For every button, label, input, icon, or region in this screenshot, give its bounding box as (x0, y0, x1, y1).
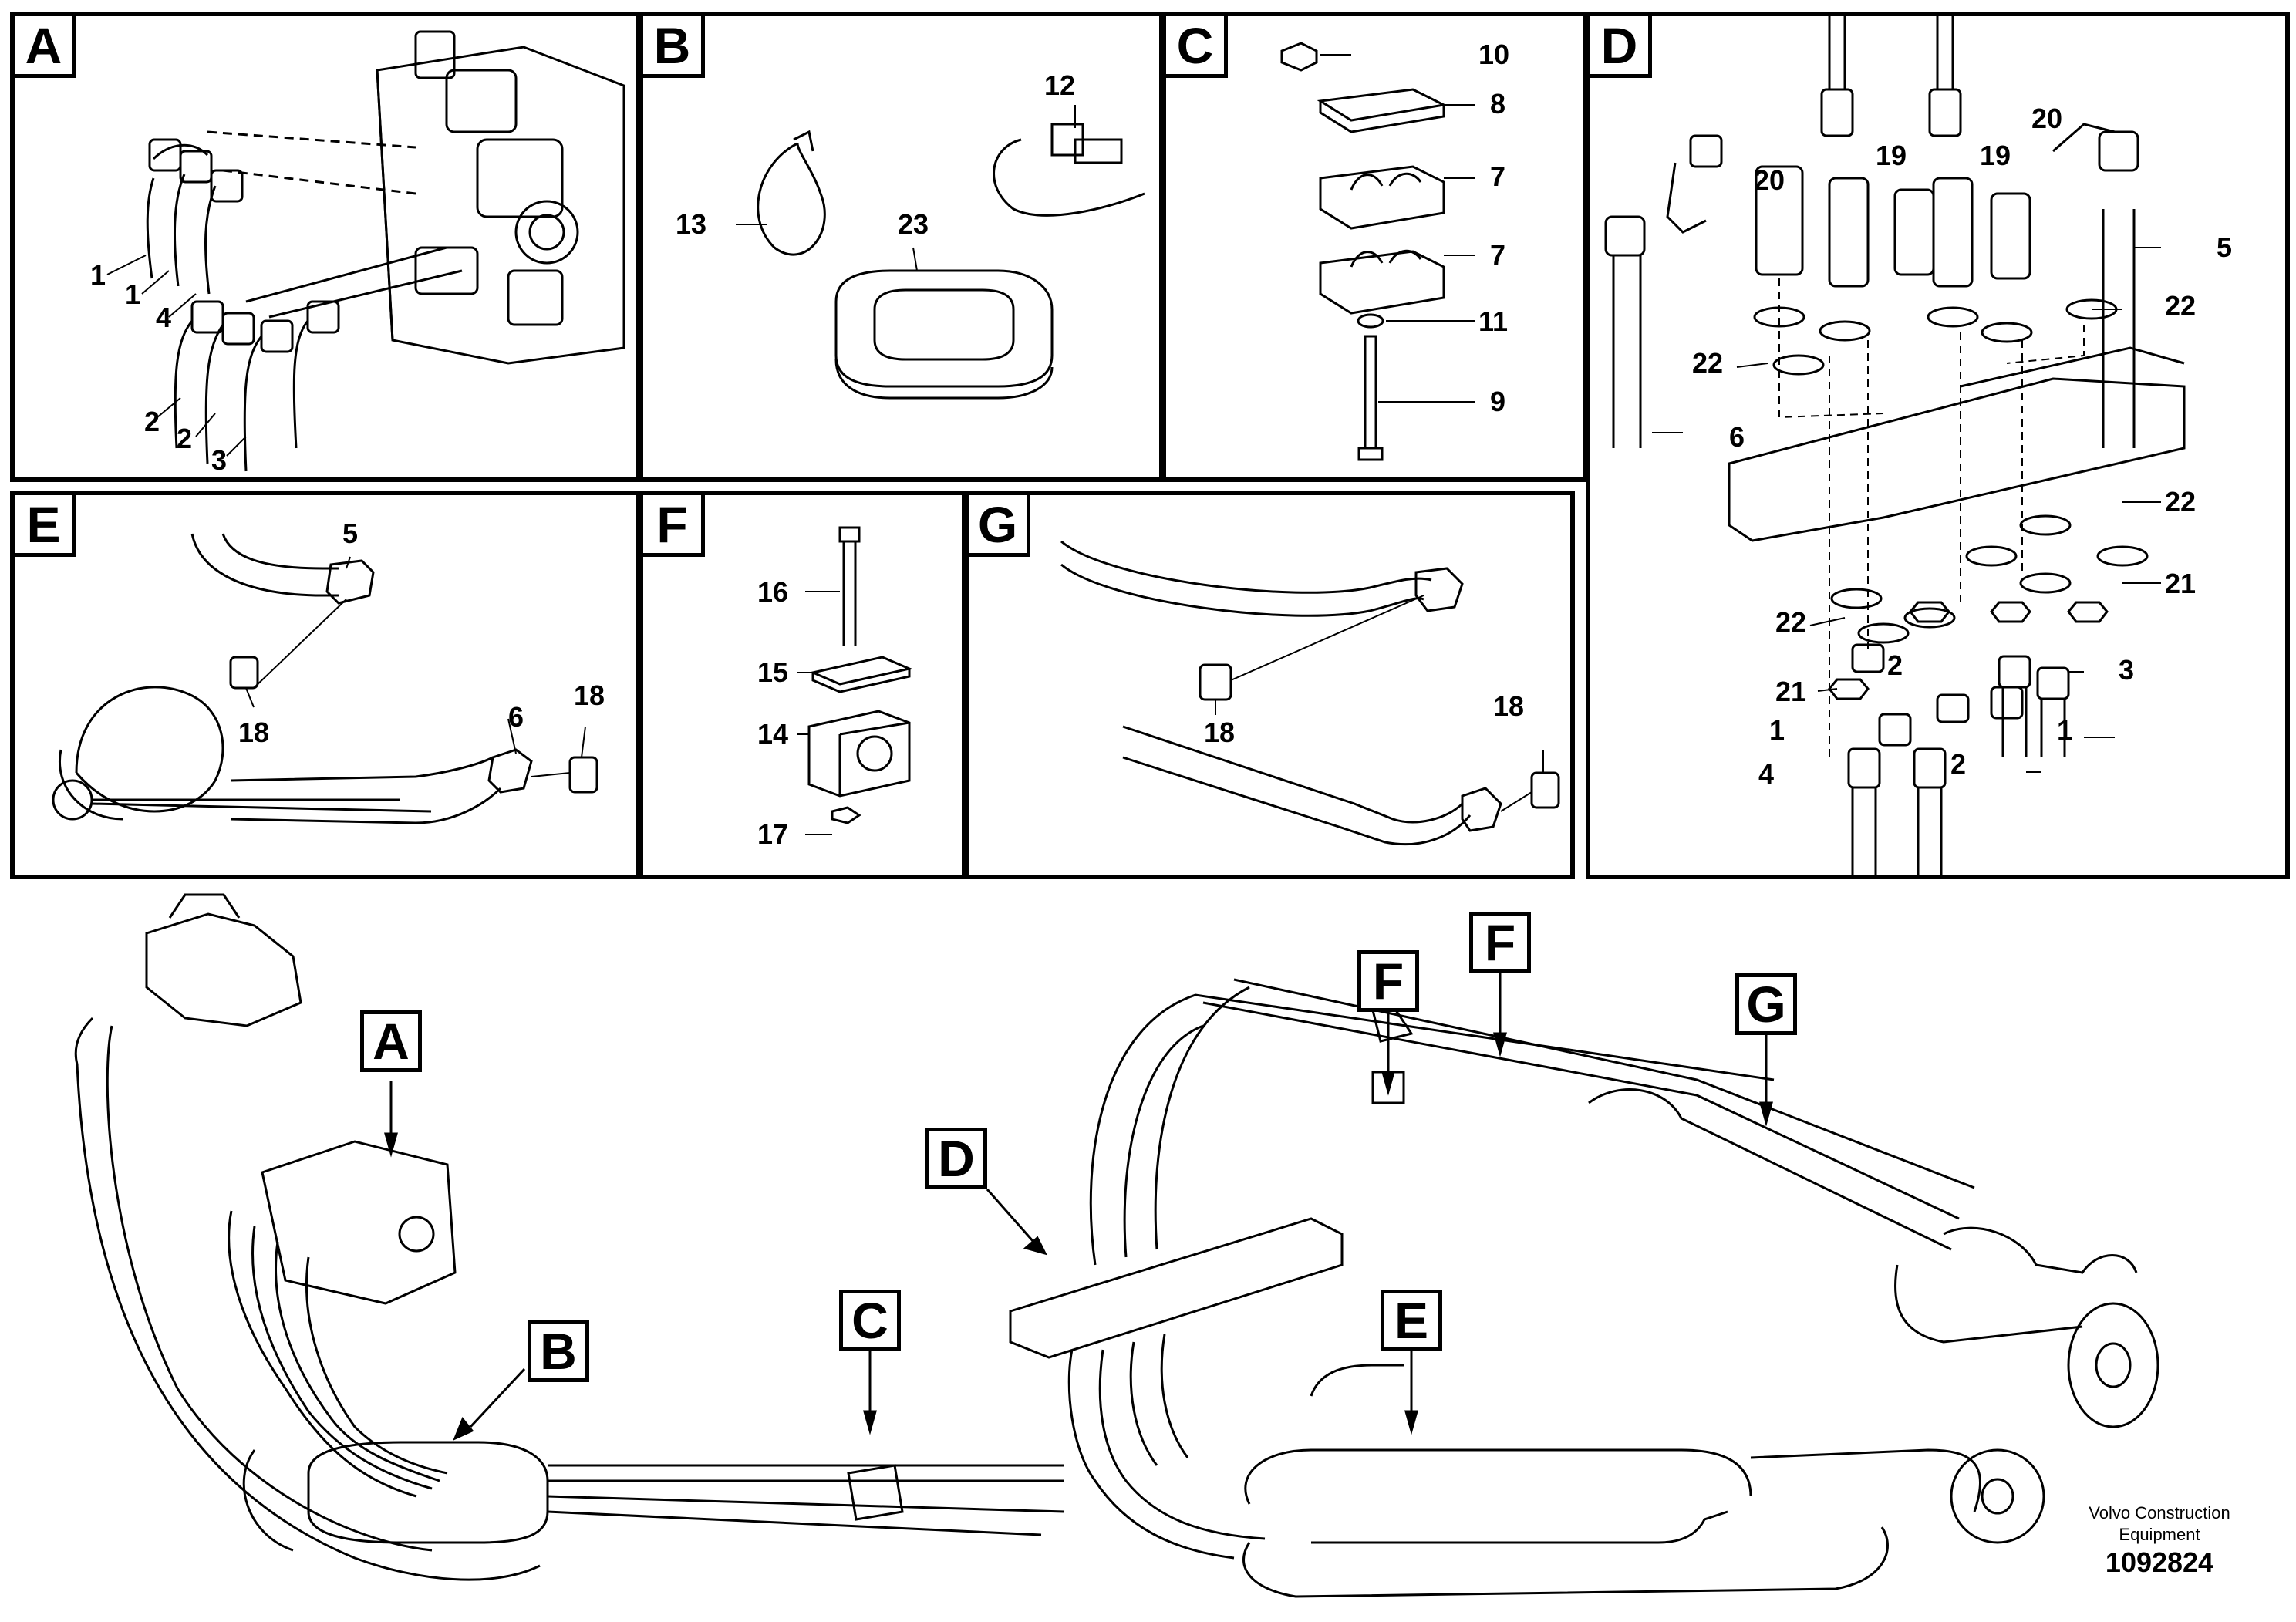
locator-tag-c: C (839, 1290, 901, 1351)
callout-a-1a: 1 (90, 259, 106, 291)
callout-d-19a: 19 (1876, 140, 1907, 171)
locator-tag-e: E (1381, 1290, 1442, 1351)
panel-tag-g: G (969, 495, 1030, 557)
callout-g-18a: 18 (1204, 717, 1236, 748)
cable-ties-illustration (736, 105, 1145, 400)
hose-fitting-illustration-g (1060, 540, 1560, 846)
manifold-fittings-illustration (1604, 16, 2186, 875)
panel-tag-d: D (1590, 16, 1652, 78)
clamp-assembly-illustration (1280, 42, 1475, 461)
callout-e-5: 5 (342, 518, 359, 549)
callout-a-1b: 1 (125, 278, 141, 310)
callout-d-20b: 20 (2031, 103, 2063, 134)
brand-line-2: Equipment (2119, 1524, 2200, 1544)
callout-g-18b: 18 (1493, 690, 1525, 722)
panel-d: D (1586, 12, 2290, 879)
callout-d-19b: 19 (1980, 140, 2011, 171)
callout-d-22b: 22 (1692, 347, 1724, 379)
callout-b-12: 12 (1044, 69, 1076, 101)
callout-c-7a: 7 (1490, 160, 1506, 192)
callout-f-16: 16 (757, 576, 789, 608)
callout-d-5: 5 (2217, 231, 2233, 263)
locator-tag-f1: F (1357, 950, 1419, 1012)
callout-a-2a: 2 (144, 406, 160, 437)
panel-tag-e: E (15, 495, 76, 557)
callout-f-14: 14 (757, 718, 789, 750)
locator-tag-g: G (1735, 973, 1797, 1035)
callout-f-17: 17 (757, 818, 789, 850)
panel-f: F 16 15 14 17 (639, 491, 966, 879)
callout-e-6: 6 (508, 701, 524, 733)
callout-c-9: 9 (1490, 386, 1506, 417)
callout-d-22a: 22 (2165, 290, 2197, 322)
panel-tag-f: F (643, 495, 705, 557)
callout-c-11: 11 (1478, 305, 1509, 337)
panel-e: E 5 18 6 18 (10, 491, 641, 879)
panel-g: G 18 18 (964, 491, 1575, 879)
callout-a-4: 4 (156, 302, 172, 333)
publisher-brand: Volvo Construction Equipment (2067, 1502, 2252, 1545)
callout-c-7b: 7 (1490, 239, 1506, 271)
callout-d-2b: 2 (1950, 748, 1967, 780)
callout-d-21a: 21 (2165, 568, 2197, 599)
hose-fitting-illustration-e (52, 533, 598, 824)
callout-b-23: 23 (898, 208, 929, 240)
locator-tag-b: B (528, 1320, 589, 1382)
callout-c-8: 8 (1490, 88, 1506, 120)
callout-d-22c: 22 (2165, 486, 2197, 518)
callout-f-15: 15 (757, 656, 789, 688)
callout-d-20a: 20 (1754, 164, 1785, 196)
callout-d-2a: 2 (1887, 649, 1903, 681)
callout-a-2b: 2 (177, 423, 193, 454)
callout-d-21b: 21 (1775, 676, 1807, 707)
locator-tag-f2: F (1469, 912, 1531, 973)
locator-tag-d: D (925, 1128, 987, 1189)
callout-d-3: 3 (2119, 654, 2135, 686)
panel-b: B 12 13 23 (639, 12, 1164, 482)
callout-a-3: 3 (211, 444, 228, 476)
panel-tag-a: A (15, 16, 76, 78)
panel-c: C 10 8 7 7 11 9 (1161, 12, 1588, 482)
panel-tag-c: C (1166, 16, 1228, 78)
callout-c-10: 10 (1478, 39, 1510, 70)
clamp-block-illustration (797, 526, 913, 835)
panel-a: A (10, 12, 641, 482)
control-valve-illustration (106, 30, 625, 472)
callout-d-1b: 1 (2057, 714, 2073, 746)
callout-d-22d: 22 (1775, 606, 1807, 638)
callout-d-6: 6 (1729, 421, 1745, 453)
panel-tag-b: B (643, 16, 705, 78)
callout-e-18a: 18 (238, 717, 270, 748)
locator-tag-a: A (360, 1010, 422, 1072)
drawing-number: 1092824 (2105, 1546, 2214, 1578)
brand-line-1: Volvo Construction (2089, 1503, 2230, 1523)
callout-d-1a: 1 (1769, 714, 1785, 746)
callout-d-4: 4 (1758, 758, 1775, 790)
callout-b-13: 13 (676, 208, 707, 240)
callout-e-18b: 18 (574, 679, 605, 711)
